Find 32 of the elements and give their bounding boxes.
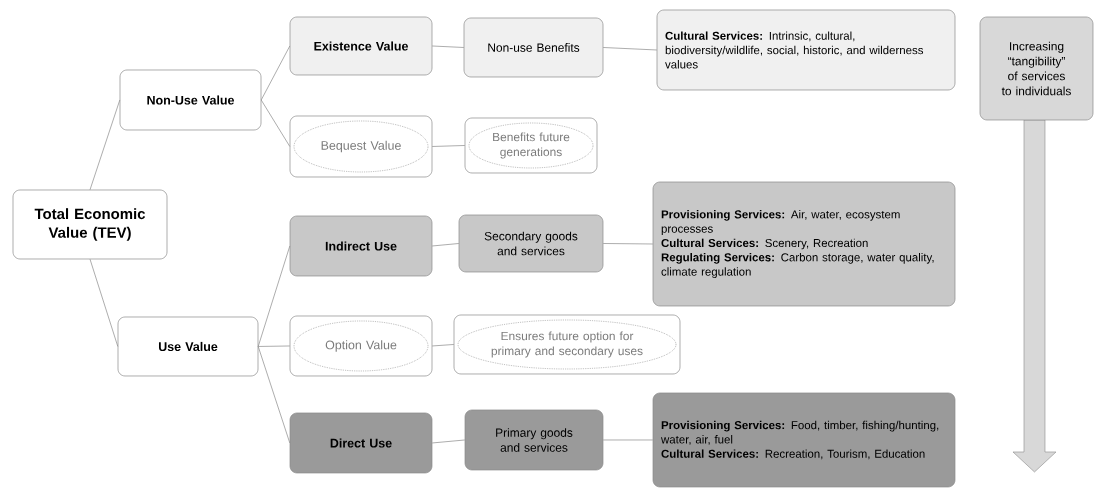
connector-line [602,47,658,51]
connector-line [602,439,654,441]
connector-line [431,145,466,147]
connector-line [431,344,455,347]
text-box: Indirect Use [289,215,433,277]
connector-line [89,258,119,347]
connector-line [431,439,466,444]
text-box: Provisioning Services: Air, water, ecosystem processes Cultural Services: Scenery, Recreation Regulating Services: Carbon storage, water quality, climate regulation [652,181,956,307]
text-box: Existence Value [289,16,433,76]
text-box: Non-Use Value [119,69,262,131]
text-box: Benefits future generations [464,117,598,174]
text-box: Cultural Services: Intrinsic, cultural, biodiversity/wildlife, social, historic, and wilderness values [656,9,956,91]
text-box: Use Value [117,316,259,377]
connector-line [260,45,291,101]
connector-line [257,345,291,347]
text-box: Total Economic Value (TEV) [12,189,168,260]
connector-line [257,245,291,347]
text-box: Primary goods and services [464,409,604,471]
text-box: Option Value [289,315,433,377]
connector-line [89,99,121,191]
connector-line [257,346,291,444]
connector-line [431,243,460,247]
text-box: Provisioning Services: Food, timber, fishing/hunting, water, air, fuel Cultural Services: Recreation, Tourism, Education [652,392,956,488]
text-box: Secondary goods and services [458,214,604,273]
text-box: Increasing “tangibility” of services to individuals [979,16,1094,121]
text-box: Non-use Benefits [463,17,604,78]
connector-line [602,243,654,245]
text-box: Ensures future option for primary and secondary uses [453,314,681,375]
text-box: Direct Use [289,412,433,474]
connector-line [260,99,291,147]
connector-line [431,45,465,48]
text-box: Bequest Value [289,115,433,178]
